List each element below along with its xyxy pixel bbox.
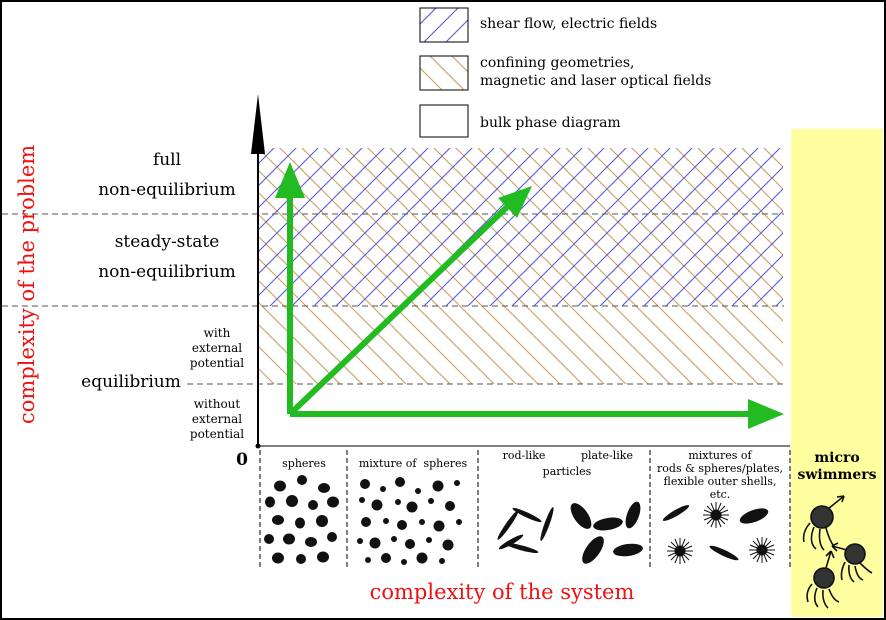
level-without-3: potential xyxy=(189,427,245,441)
shell-particle xyxy=(749,537,775,563)
origin-dot xyxy=(255,443,261,449)
mixture-particle-group xyxy=(357,477,462,565)
plate-particle-group xyxy=(570,501,643,564)
level-without-1: without xyxy=(193,397,241,411)
blue-hatch-region xyxy=(258,148,783,306)
shell-particle xyxy=(703,502,729,528)
green-arrowhead-up xyxy=(275,162,305,198)
level-full-1: full xyxy=(152,150,182,170)
level-full-2: non-equilibrium xyxy=(98,180,236,200)
level-steady-1: steady-state xyxy=(114,232,220,252)
sphere-particle-group xyxy=(264,475,339,564)
mixture-shell-group xyxy=(662,502,775,564)
category-platelike: plate-like xyxy=(581,449,633,462)
level-with-1: with xyxy=(203,326,231,340)
origin-label: 0 xyxy=(236,450,248,470)
level-with-3: potential xyxy=(189,356,245,370)
category-mixture: mixture of spheres xyxy=(358,457,468,470)
legend-swatch-blue xyxy=(419,7,469,43)
level-steady-2: non-equilibrium xyxy=(98,262,236,282)
micro-swimmer-icon xyxy=(802,495,845,551)
category-spheres: spheres xyxy=(282,457,326,470)
category-mixtures-1: mixtures of xyxy=(688,449,752,462)
green-arrows xyxy=(287,188,750,417)
legend-swatch-empty xyxy=(419,104,469,138)
category-mixtures-3: flexible outer shells, etc. xyxy=(663,475,777,501)
y-axis-arrowhead xyxy=(251,94,265,154)
legend-label-blue: shear flow, electric fields xyxy=(480,16,658,32)
legend-label-tan-1: confining geometries, xyxy=(480,55,635,71)
level-equilibrium: equilibrium xyxy=(81,372,181,392)
category-particles: particles xyxy=(542,465,592,478)
green-arrowhead-right xyxy=(748,399,784,429)
micro-swimmer-icon xyxy=(831,542,873,583)
micro-label-2: swimmers xyxy=(797,467,877,483)
legend-label-empty: bulk phase diagram xyxy=(480,115,621,131)
level-without-2: external xyxy=(191,412,243,426)
micro-swimmer-icon xyxy=(806,550,840,609)
category-rodlike: rod-like xyxy=(502,449,546,462)
legend-label-tan-2: magnetic and laser optical fields xyxy=(480,73,712,89)
green-arrowhead-diagonal xyxy=(498,186,532,218)
category-mixtures-2: rods & spheres/plates, xyxy=(657,462,783,475)
legend-swatch-tan xyxy=(419,55,469,91)
micro-swimmers-panel xyxy=(791,129,883,617)
shell-particle xyxy=(667,538,693,564)
rod-particle-group xyxy=(497,507,554,554)
y-axis-title: complexity of the problem xyxy=(15,144,39,424)
level-with-2: external xyxy=(191,341,243,355)
x-axis-title: complexity of the system xyxy=(369,580,635,604)
micro-label-1: micro xyxy=(814,450,860,466)
